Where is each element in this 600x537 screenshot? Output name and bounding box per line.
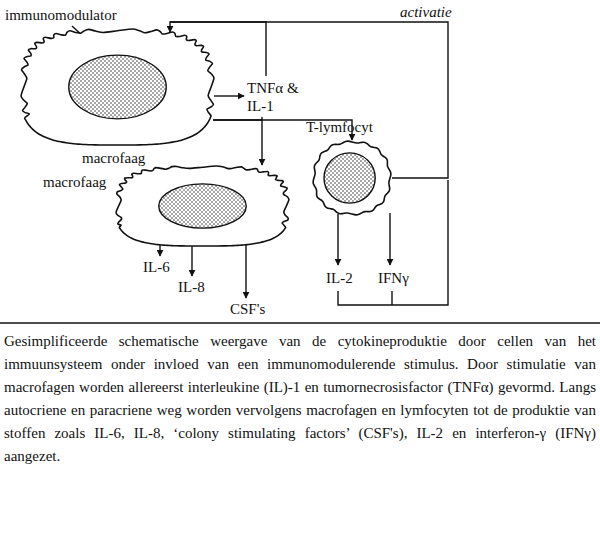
cell-label: T-lymfocyt — [306, 118, 373, 136]
cell-nucleus — [159, 184, 247, 228]
secretion-arrow — [245, 244, 246, 298]
figure-caption: Gesimplificeerde schematische weergave v… — [4, 330, 596, 468]
cell-membrane — [21, 29, 214, 145]
caption-rule — [0, 322, 600, 324]
secretion-arrow — [389, 213, 390, 265]
cell-outline — [20, 28, 215, 146]
cell-label: macrofaag — [82, 149, 145, 167]
cytokine-label: IFNγ — [378, 269, 409, 287]
cell-nucleus — [324, 153, 375, 203]
cytokine-label: TNFα & IL-1 — [247, 79, 305, 115]
secretion-arrow — [337, 214, 338, 265]
edge-label: activatie — [398, 3, 454, 21]
secretion-arrow — [191, 246, 192, 276]
macrophage-cell: macrofaag — [115, 165, 290, 247]
cytokine-label: IL-8 — [178, 278, 205, 296]
cytokine-label: CSF's — [230, 300, 265, 318]
macrophage-cell: macrofaag — [20, 28, 215, 146]
cell-nucleus — [69, 55, 167, 119]
cell-membrane — [116, 166, 289, 246]
cell-outline — [312, 140, 392, 216]
cell-label: macrofaag — [43, 173, 106, 191]
cell-membrane — [313, 141, 391, 215]
connector-arrow — [213, 120, 262, 165]
stimulus-label: immunomodulator — [5, 6, 117, 24]
cell-outline — [115, 165, 290, 247]
lymphocyte-cell: T-lymfocyt — [312, 140, 392, 216]
feedback-line — [391, 291, 392, 305]
cytokine-label: IL-6 — [143, 258, 170, 276]
cytokine-label: IL-2 — [326, 269, 353, 287]
secretion-arrow — [214, 95, 244, 96]
connector-arrow — [170, 22, 448, 178]
